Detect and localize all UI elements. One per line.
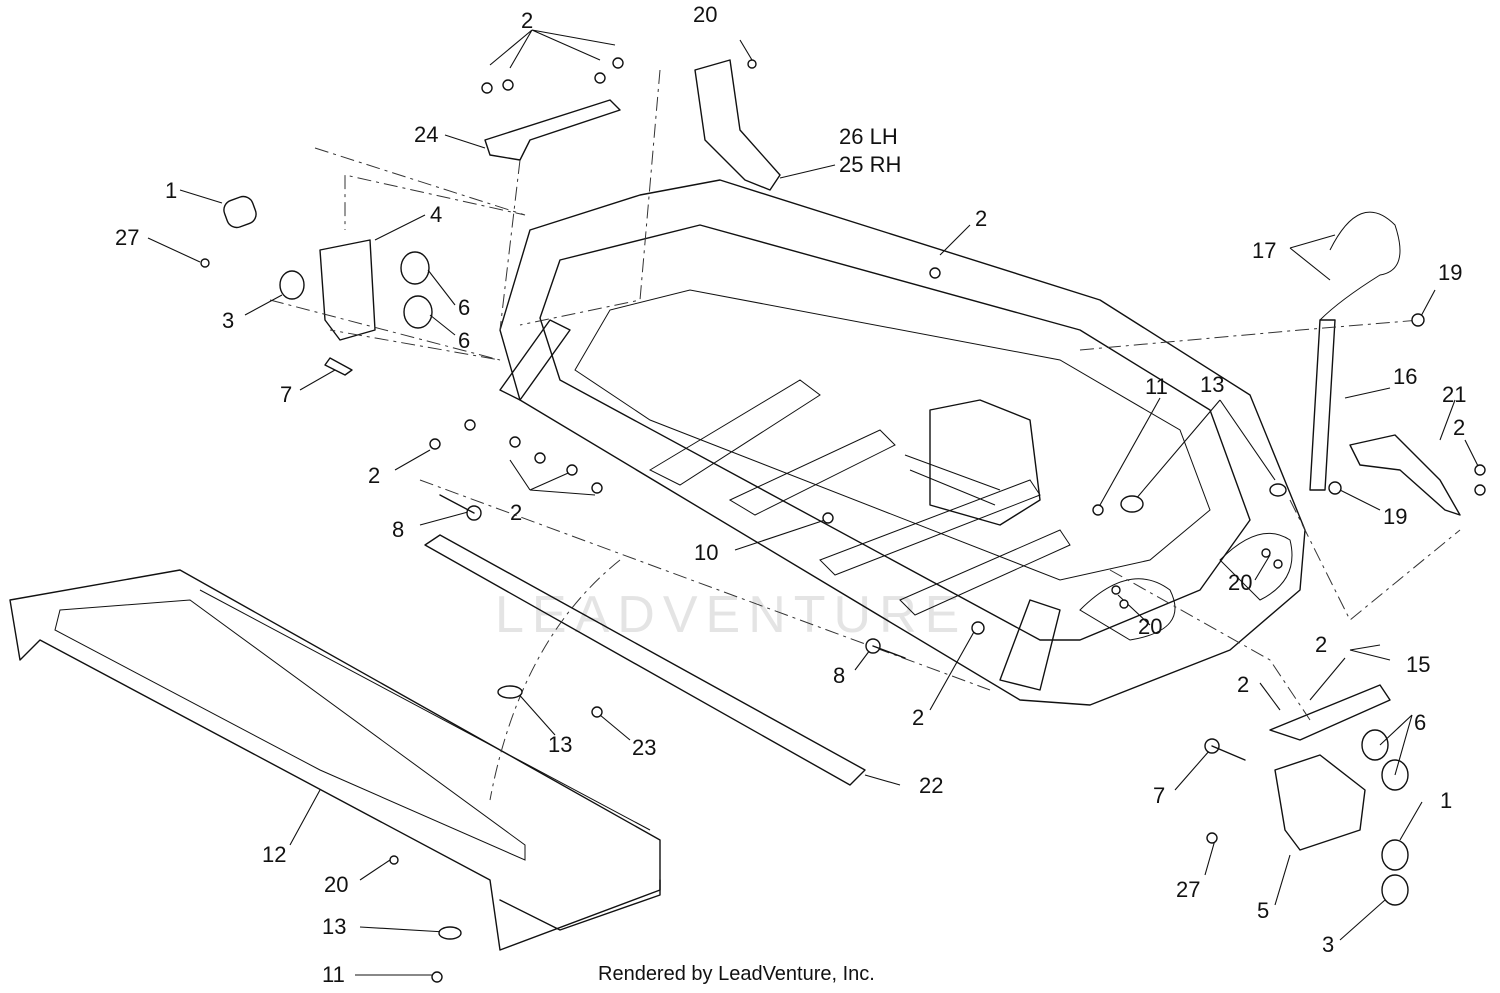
callout-13: 13 <box>1200 372 1224 397</box>
strap-17 <box>1319 211 1401 321</box>
callout-4: 4 <box>430 202 442 227</box>
callout-19: 19 <box>1383 504 1407 529</box>
callout-10: 10 <box>694 540 718 565</box>
callout-22: 22 <box>919 773 943 798</box>
watermark-text: LEADVENTURE <box>495 586 967 644</box>
callout-2: 2 <box>1315 632 1327 657</box>
callout-6: 6 <box>458 328 470 353</box>
callout-2: 2 <box>1453 415 1465 440</box>
callout-17: 17 <box>1252 238 1276 263</box>
callout-1: 1 <box>165 178 177 203</box>
callout-5: 5 <box>1257 898 1269 923</box>
callout-26-lh: 26 LH <box>839 124 898 149</box>
callout-27: 27 <box>115 225 139 250</box>
callout-7: 7 <box>1153 783 1165 808</box>
front-panel-12 <box>9 569 661 951</box>
callout-2: 2 <box>521 8 533 33</box>
callout-2-extra: 2 <box>1464 460 1476 485</box>
callout-20: 20 <box>693 2 717 27</box>
callout-1: 1 <box>1440 788 1452 813</box>
callout-20: 20 <box>324 872 348 897</box>
render-credit: Rendered by LeadVenture, Inc. <box>598 963 875 985</box>
callout-13: 13 <box>322 914 346 939</box>
callout-2: 2 <box>1237 672 1249 697</box>
callout-8: 8 <box>392 517 404 542</box>
bracket-25-26 <box>694 59 781 191</box>
callout-27: 27 <box>1176 877 1200 902</box>
callout-20: 20 <box>1228 570 1252 595</box>
callout-2: 2 <box>912 705 924 730</box>
callout-8: 8 <box>833 663 845 688</box>
callout-15: 15 <box>1406 652 1430 677</box>
seal-strip-22 <box>424 534 866 786</box>
callout-labels: 1 2 20 24 26 LH 25 RH 27 4 3 6 6 7 2 17 … <box>115 2 1476 987</box>
leader-lines <box>147 29 1481 976</box>
callout-11: 11 <box>322 962 345 987</box>
support-arm-16 <box>1309 319 1336 491</box>
callout-2: 2 <box>510 500 522 525</box>
assembly-lines <box>269 69 1461 801</box>
callout-3: 3 <box>222 308 234 333</box>
callout-20: 20 <box>1138 614 1162 639</box>
callout-12: 12 <box>262 842 286 867</box>
callout-2: 2 <box>368 463 380 488</box>
callout-23: 23 <box>632 735 656 760</box>
callout-6: 6 <box>1414 710 1426 735</box>
callout-25-rh: 25 RH <box>839 152 901 177</box>
seat-pan <box>499 179 1306 706</box>
right-hinge-assembly <box>1269 684 1409 906</box>
callout-21: 21 <box>1442 382 1466 407</box>
callout-13: 13 <box>548 732 572 757</box>
callout-19: 19 <box>1438 260 1462 285</box>
bracket-21 <box>1349 434 1461 516</box>
callout-7: 7 <box>280 382 292 407</box>
callout-3: 3 <box>1322 932 1334 957</box>
callout-11: 11 <box>1145 374 1168 399</box>
callout-6: 6 <box>458 295 470 320</box>
bracket-24 <box>484 99 621 161</box>
callout-16: 16 <box>1393 364 1417 389</box>
left-hinge-assembly <box>223 195 433 376</box>
callout-24: 24 <box>414 122 438 147</box>
hardware <box>200 57 1486 983</box>
callout-2: 2 <box>975 206 987 231</box>
